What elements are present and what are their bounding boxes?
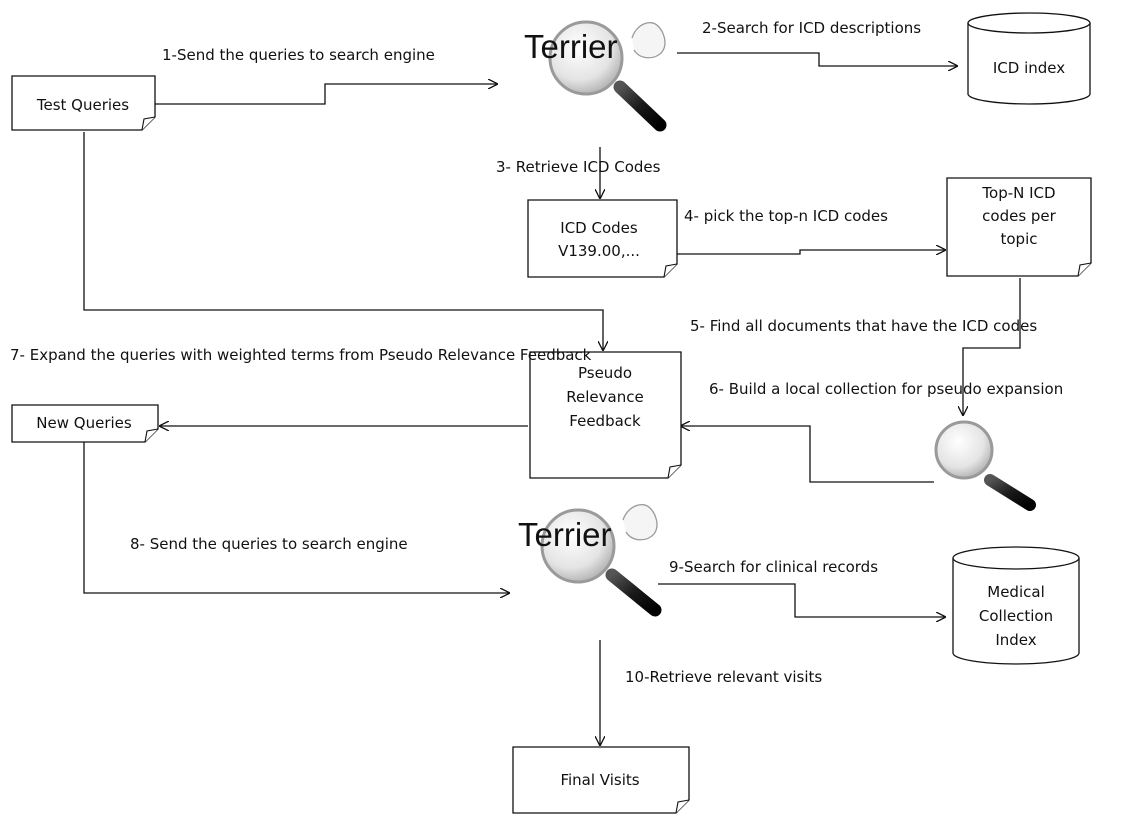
prf-line-2: Relevance [566, 388, 643, 406]
arrow-2-search-icd [677, 52, 957, 66]
step-4-label: 4- pick the top-n ICD codes [684, 207, 888, 225]
arrow-6-build-collection [681, 426, 934, 483]
arrow-7-expand-queries [83, 132, 603, 350]
magnifier-lens-icon [548, 20, 624, 96]
step-3-label: 3- Retrieve ICD Codes [496, 158, 661, 176]
arrow-4-pick-top-n [677, 250, 945, 254]
final-visits-box: Final Visits [512, 746, 690, 814]
test-queries-label: Test Queries [36, 96, 129, 114]
icd-codes-line-2: V139.00,... [558, 242, 640, 260]
new-queries-box: New Queries [11, 404, 159, 443]
arrow-9-search-records [658, 583, 945, 617]
icd-codes-box: ICD Codes V139.00,... [527, 199, 678, 278]
icd-index-database: ICD index [967, 12, 1091, 105]
terrier-dog-icon [622, 504, 658, 541]
top-n-box: Top-N ICD codes per topic [946, 177, 1092, 277]
top-n-line-3: topic [1001, 230, 1038, 248]
icd-codes-line-1: ICD Codes [560, 219, 638, 237]
medical-index-line-1: Medical [987, 583, 1044, 601]
icd-index-label: ICD index [993, 59, 1065, 77]
terrier-search-engine-top: Terrier [524, 20, 667, 132]
magnifier-handle-icon [613, 80, 667, 132]
terrier-logo-text-bottom: Terrier [518, 516, 612, 553]
final-visits-label: Final Visits [560, 771, 639, 789]
arrow-5-find-documents [963, 278, 1021, 415]
top-n-line-1: Top-N ICD [981, 184, 1055, 202]
terrier-dog-icon [631, 22, 666, 59]
magnifier-lens-icon [540, 508, 616, 584]
step-8-label: 8- Send the queries to search engine [130, 535, 408, 553]
magnifier-handle-icon [984, 474, 1036, 511]
medical-index-line-3: Index [995, 631, 1036, 649]
top-n-line-2: codes per [982, 207, 1057, 225]
pseudo-relevance-feedback-box: Pseudo Relevance Feedback [529, 351, 682, 479]
medical-index-line-2: Collection [979, 607, 1053, 625]
terrier-search-engine-bottom: Terrier [518, 504, 662, 617]
magnifier-lens-icon [934, 420, 994, 480]
new-queries-label: New Queries [36, 414, 132, 432]
medical-collection-index-database: Medical Collection Index [952, 546, 1080, 665]
arrow-1-send-queries [155, 84, 497, 105]
step-1-label: 1-Send the queries to search engine [162, 46, 435, 64]
prf-line-3: Feedback [569, 412, 641, 430]
step-5-label: 5- Find all documents that have the ICD … [690, 317, 1037, 335]
test-queries-box: Test Queries [11, 75, 156, 131]
step-6-label: 6- Build a local collection for pseudo e… [709, 380, 1063, 398]
step-2-label: 2-Search for ICD descriptions [702, 19, 921, 37]
terrier-logo-text-top: Terrier [524, 28, 618, 65]
magnifier-handle-icon [605, 568, 662, 617]
prf-line-1: Pseudo [578, 364, 632, 382]
step-7-label: 7- Expand the queries with weighted term… [10, 346, 592, 364]
arrow-8-send-queries [83, 442, 509, 593]
step-10-label: 10-Retrieve relevant visits [625, 668, 822, 686]
local-collection-magnifier [934, 420, 1036, 511]
step-9-label: 9-Search for clinical records [669, 558, 878, 576]
